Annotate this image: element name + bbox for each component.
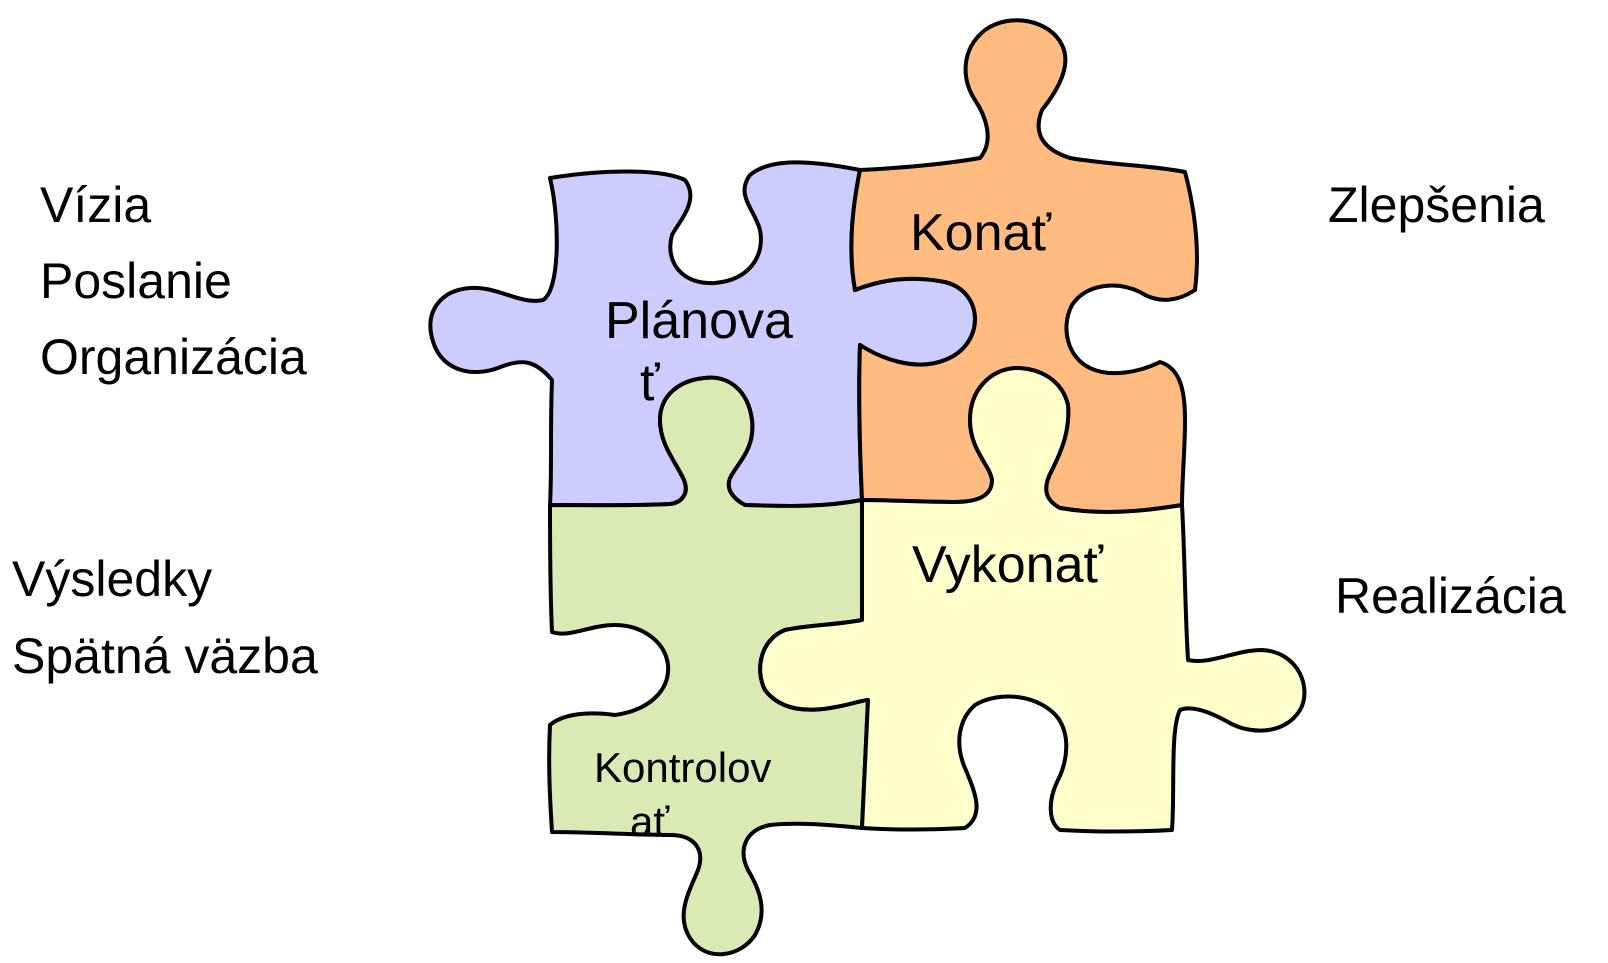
right-label-zlepsenia: Zlepšenia: [1328, 177, 1545, 233]
left-label-vizia: Vízia: [40, 177, 151, 233]
left-label-spatna-vazba: Spätná väzba: [12, 628, 318, 684]
piece-label-konat: Konať: [910, 204, 1051, 262]
piece-konat: [849, 18, 1199, 514]
left-label-vysledky: Výsledky: [12, 551, 212, 607]
piece-label-planovat-line1: Plánova: [605, 292, 793, 350]
piece-label-vykonat: Vykonať: [912, 536, 1104, 594]
right-label-realizacia: Realizácia: [1335, 568, 1566, 624]
piece-label-kontrolovat-line2: ať: [630, 798, 670, 845]
left-label-organizacia: Organizácia: [40, 329, 307, 385]
piece-label-planovat-line2: ť: [640, 354, 660, 412]
piece-vykonat: [758, 366, 1307, 834]
piece-label-kontrolovat-line1: Kontrolov: [594, 744, 771, 791]
left-label-poslanie: Poslanie: [40, 253, 232, 309]
